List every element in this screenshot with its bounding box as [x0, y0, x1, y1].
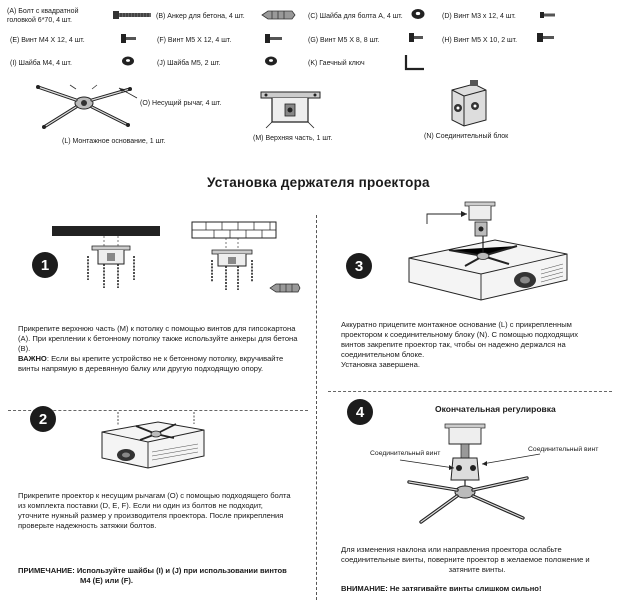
screw-g-icon: [409, 33, 423, 42]
step-2-line-2: из комплекта поставки (D, E, F). Если ни…: [18, 501, 263, 510]
connector-block-illustration: [451, 80, 487, 127]
part-c-label: (C) Шайба для болта А, 4 шт.: [308, 13, 403, 20]
page-title: Установка держателя проектора: [207, 175, 430, 190]
part-o-label: (O) Несущий рычаг, 4 шт.: [140, 100, 222, 107]
step-2-note: ПРИМЕЧАНИЕ: Используйте шайбы (I) и (J) …: [18, 566, 310, 586]
callout-left-screw: Соединительный винт: [370, 450, 441, 457]
step-3-line-2: проектором к соединительному блоку (N). …: [341, 330, 579, 339]
step-1-line-5: винты напрямую в деревянную балку или др…: [18, 364, 264, 373]
part-g-label: (G) Винт М5 X 8, 8 шт.: [308, 37, 380, 44]
part-j-label: (J) Шайба М5, 2 шт.: [157, 60, 221, 67]
step-4-illustration: [407, 423, 529, 524]
step-2-note-line-2: М4 (E) или (F).: [80, 576, 133, 585]
right-screw-pointer: [481, 453, 541, 466]
callout-right-screw: Соединительный винт: [528, 446, 599, 453]
square-bolt-icon: [113, 11, 151, 19]
horizontal-divider-left: [8, 410, 308, 411]
part-m-label: (M) Верхняя часть, 1 шт.: [253, 135, 333, 142]
step-4-warning: ВНИМАНИЕ: Не затягивайте винты слишком с…: [341, 584, 542, 593]
step-3-line-4: соединительном блоке.: [341, 350, 425, 359]
mounting-base-illustration: [36, 84, 132, 129]
part-f-label: (F) Винт М5 X 12, 4 шт.: [157, 37, 232, 44]
step-2-note-line-1: ПРИМЕЧАНИЕ: Используйте шайбы (I) и (J) …: [18, 566, 287, 575]
part-l-label: (L) Монтажное основание, 1 шт.: [62, 138, 166, 145]
washer-j-icon: [265, 56, 277, 66]
step-1-line-1: Прикрепите верхнюю часть (M) к потолку с…: [18, 324, 296, 333]
arm-pointer-arrow: [118, 87, 138, 99]
part-e-label: (E) Винт М4 X 12, 4 шт.: [10, 37, 85, 44]
part-k-label: (K) Гаечный ключ: [308, 60, 365, 67]
step-2-line-1: Прикрепите проектор к несущим рычагам (O…: [18, 491, 291, 500]
step-4-text: Для изменения наклона или направления пр…: [341, 545, 613, 575]
step-2-badge: 2: [30, 406, 56, 432]
step-2-illustration: [101, 412, 205, 469]
step-3-illustration: [408, 201, 568, 301]
horizontal-divider-right: [328, 391, 612, 392]
step-3-text: Аккуратно прицепите монтажное основание …: [341, 320, 613, 370]
step-1-badge: 1: [32, 252, 58, 278]
step-1-warning-text: : Если вы крепите устройство не к бетонн…: [46, 354, 284, 363]
washer-i-icon: [122, 56, 134, 66]
step-3-badge: 3: [346, 253, 372, 279]
step-4-badge: 4: [347, 399, 373, 425]
part-n-label: (N) Соединительный блок: [424, 133, 509, 140]
part-b-label: (B) Анкер для бетона, 4 шт.: [156, 13, 245, 20]
left-screw-pointer: [399, 459, 455, 470]
step-1-line-3: (B).: [18, 344, 31, 353]
part-d-label: (D) Винт М3 x 12, 4 шт.: [442, 13, 516, 20]
screw-f-icon: [265, 34, 282, 43]
concrete-anchor-icon: [261, 10, 296, 20]
step-4-line-1: Для изменения наклона или направления пр…: [341, 545, 562, 554]
screw-h-icon: [537, 33, 554, 42]
step-1-warning-label: ВАЖНО: [18, 354, 47, 363]
vertical-divider: [316, 215, 317, 600]
screw-d-icon: [540, 12, 555, 18]
step-2-line-4: проверьте надежность затяжки болтов.: [18, 521, 157, 530]
step-1-illustration: [52, 221, 301, 293]
step-1-line-2: (A). При креплении к бетонному потолку т…: [18, 334, 298, 343]
wrench-icon: [404, 55, 424, 71]
step-2-line-3: уточните нужный размер у производителя п…: [18, 511, 284, 520]
step-4-line-2: соединительные винты, поверните проектор…: [341, 555, 590, 564]
part-a-label: (A) Болт с квадратной головкой 6*70, 4 ш…: [7, 8, 79, 24]
step-1-warning: ВАЖНО: Если вы крепите устройство не к б…: [18, 354, 308, 364]
step-3-line-1: Аккуратно прицепите монтажное основание …: [341, 320, 572, 329]
screw-e-icon: [121, 34, 136, 43]
step-3-line-3: винтов закрепите проектор так, чтобы он …: [341, 340, 566, 349]
step-2-text: Прикрепите проектор к несущим рычагам (O…: [18, 491, 310, 531]
top-bracket-illustration: [260, 91, 321, 129]
step-4-heading: Окончательная регулировка: [435, 404, 556, 414]
part-i-label: (I) Шайба М4, 4 шт.: [10, 60, 72, 67]
washer-c-icon: [411, 9, 425, 19]
step-3-line-5: Установка завершена.: [341, 360, 420, 369]
step-1-text: Прикрепите верхнюю часть (M) к потолку с…: [18, 324, 308, 374]
step-4-line-3: затяните винты.: [448, 565, 506, 574]
part-h-label: (H) Винт М5 X 10, 2 шт.: [442, 37, 518, 44]
